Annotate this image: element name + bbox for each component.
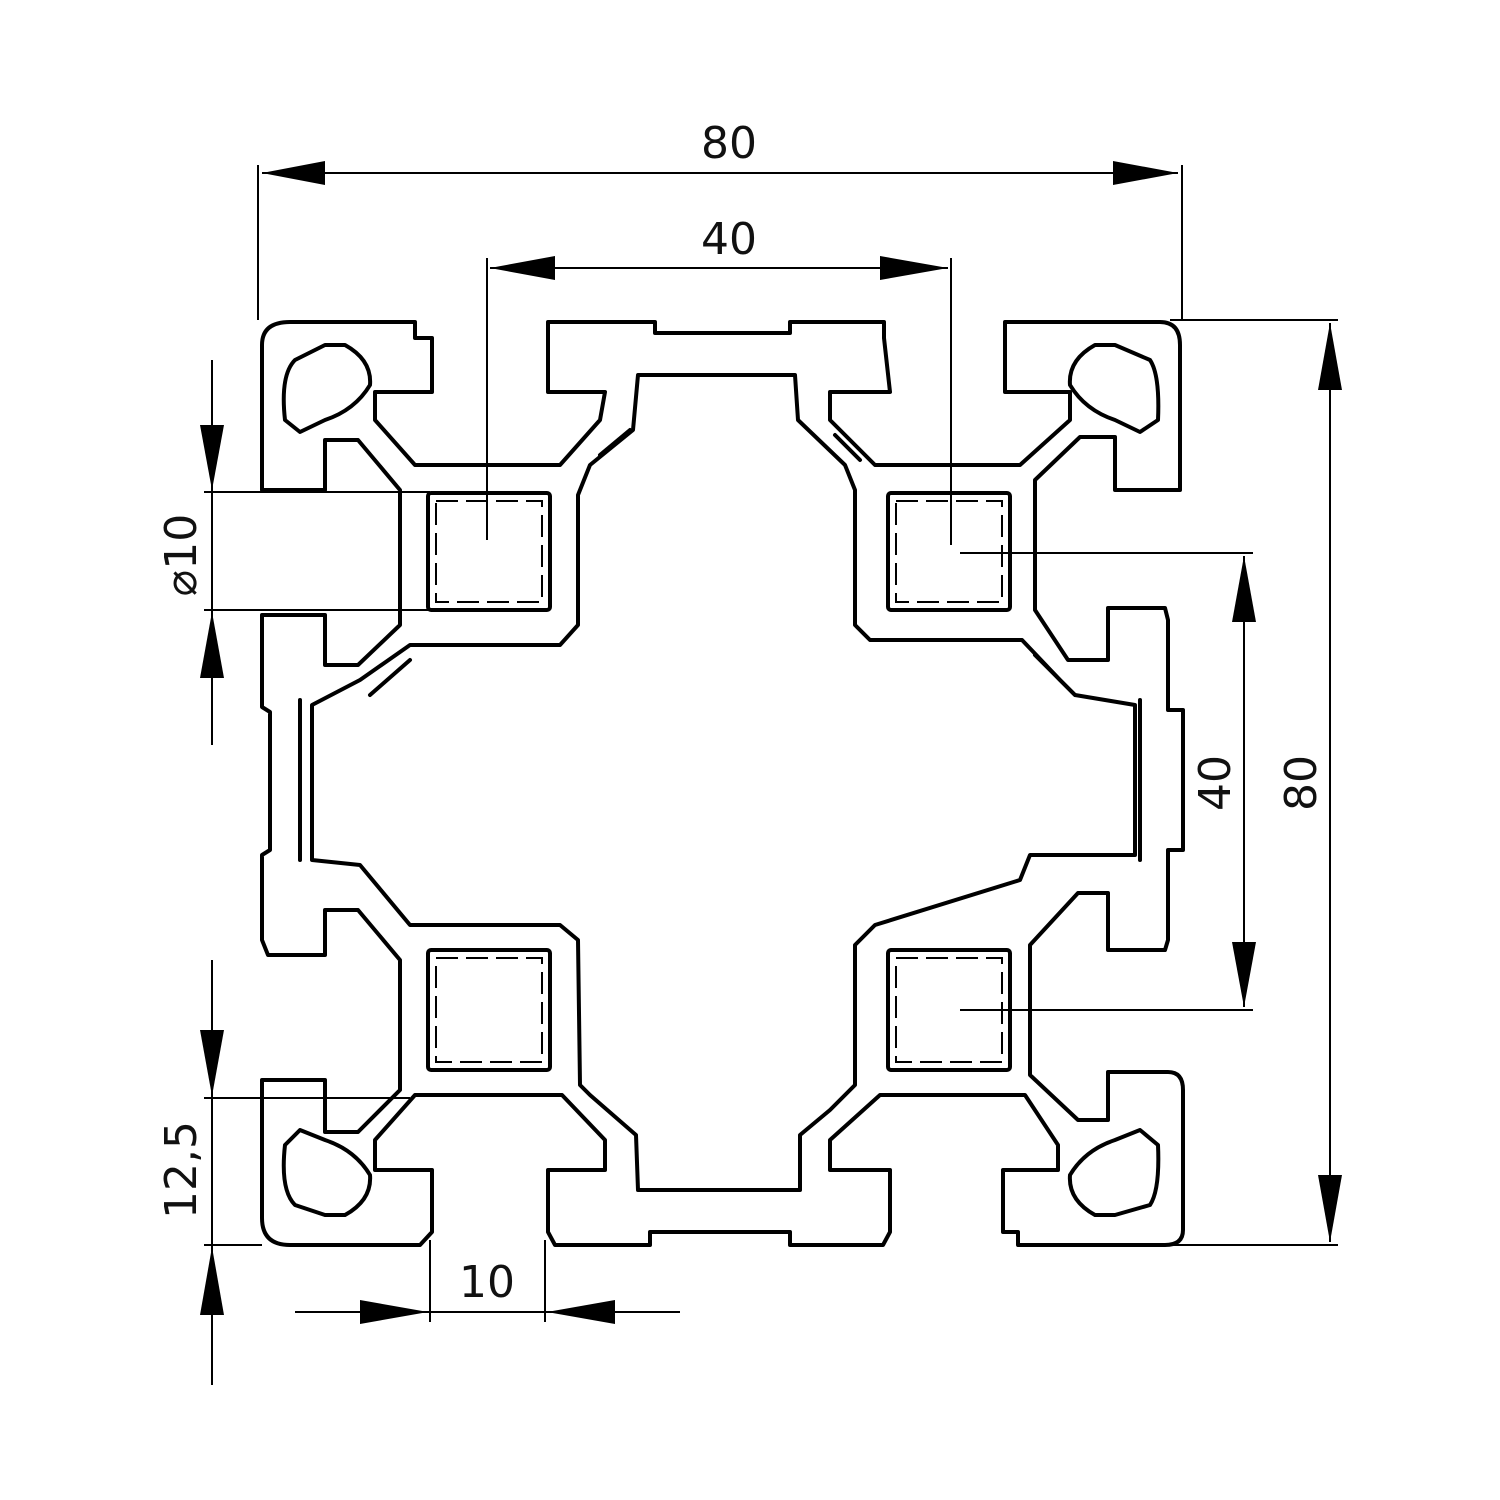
web-slits [298, 428, 1142, 862]
bore-squares [426, 491, 1012, 1072]
profile-outline [260, 320, 1185, 1247]
dim-label-slot-spacing-horizontal: 40 [701, 214, 757, 265]
dim-label-corner-offset: 12,5 [156, 1121, 207, 1219]
dimension-corner-offset: 12,5 [156, 960, 410, 1385]
dim-label-slot-spacing-vertical: 40 [1190, 755, 1241, 811]
dim-label-overall-width: 80 [701, 118, 757, 169]
dimension-slot-opening: 10 [459, 1257, 515, 1308]
dimension-bore-diameter: ⌀10 [156, 360, 430, 745]
dimension-overall-width: 80 [257, 118, 1183, 320]
dim-label-bore-diameter: ⌀10 [156, 514, 207, 596]
dimension-overall-height: 80 [1170, 319, 1342, 1246]
dimension-slot-spacing-vertical: 40 [960, 552, 1256, 1011]
dimension-slot-opening-visible [295, 1240, 680, 1324]
dim-label-overall-height: 80 [1276, 755, 1327, 811]
corner-hollows [281, 343, 1161, 1217]
dimension-slot-spacing-horizontal: 40 [486, 214, 952, 545]
dim-label-slot-opening: 10 [459, 1257, 515, 1308]
